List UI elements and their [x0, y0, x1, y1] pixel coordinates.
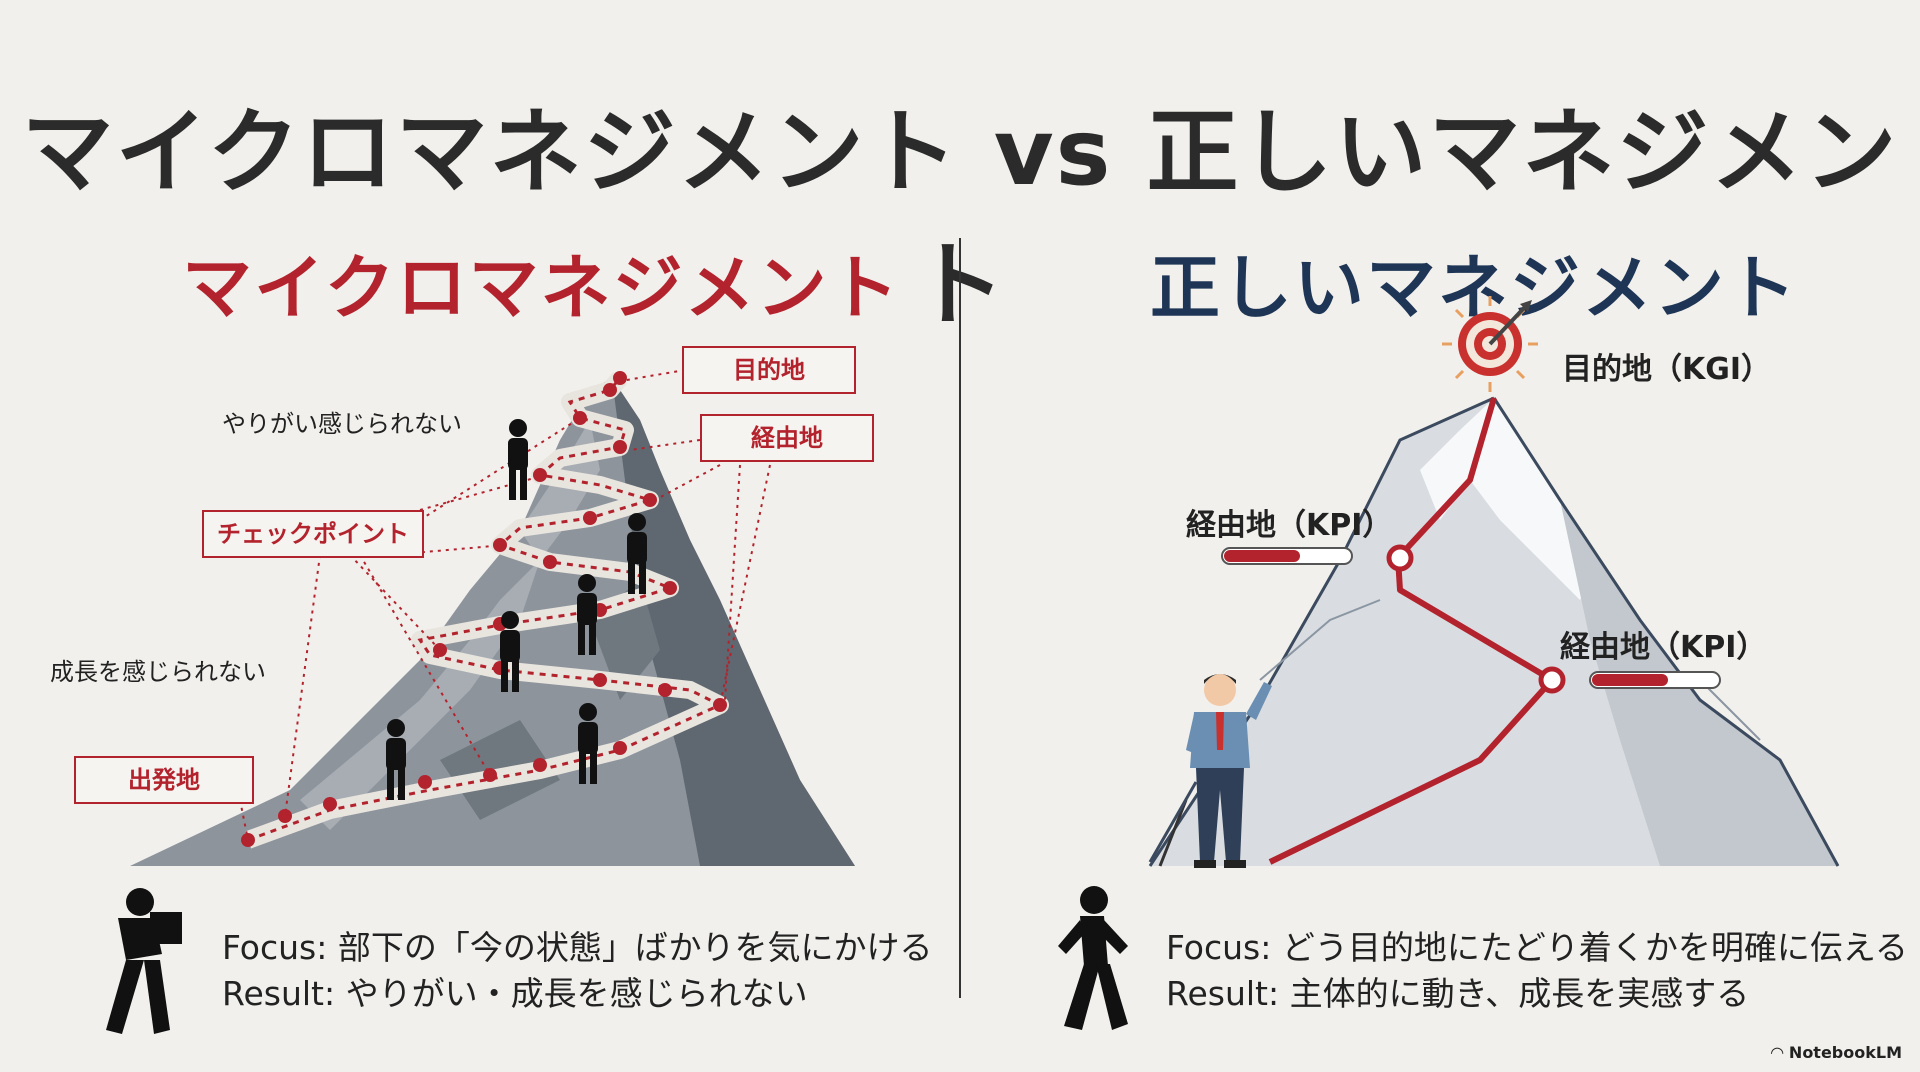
- target-icon: [1442, 296, 1538, 392]
- notebooklm-logo-icon: ◠: [1771, 1043, 1789, 1062]
- left-summary: Focus: 部下の「今の状態」ばかりを気にかける Result: やりがい・成…: [222, 925, 933, 1017]
- waypoint-label: 経由地: [700, 414, 874, 462]
- right-focus-text: Focus: どう目的地にたどり着くかを明確に伝える: [1166, 925, 1908, 971]
- kpi-progress-bar-2: [1590, 672, 1720, 688]
- no-fulfillment-label: やりがい感じられない: [222, 404, 462, 439]
- right-summary: Focus: どう目的地にたどり着くかを明確に伝える Result: 主体的に動…: [1166, 925, 1908, 1017]
- credit-text: NotebookLM: [1789, 1043, 1902, 1062]
- kpi-waypoint-2: [1541, 669, 1563, 691]
- kgi-label: 目的地（KGI）: [1562, 344, 1771, 388]
- no-growth-label: 成長を感じられない: [50, 652, 266, 687]
- destination-label: 目的地: [682, 346, 856, 394]
- checkpoint-label: チェックポイント: [202, 510, 424, 558]
- kpi-progress-bar-1: [1222, 548, 1352, 564]
- person-carrying-box-icon: [106, 888, 182, 1034]
- walking-person-icon: [1058, 886, 1128, 1030]
- kpi-waypoint-1: [1389, 547, 1411, 569]
- right-result-text: Result: 主体的に動き、成長を実感する: [1166, 971, 1908, 1017]
- notebooklm-credit: ◠ NotebookLM: [1771, 1043, 1902, 1062]
- left-result-text: Result: やりがい・成長を感じられない: [222, 971, 933, 1017]
- left-focus-text: Focus: 部下の「今の状態」ばかりを気にかける: [222, 925, 933, 971]
- start-label: 出発地: [74, 756, 254, 804]
- kpi-label-1: 経由地（KPI）: [1186, 500, 1392, 544]
- kpi-label-2: 経由地（KPI）: [1560, 622, 1766, 666]
